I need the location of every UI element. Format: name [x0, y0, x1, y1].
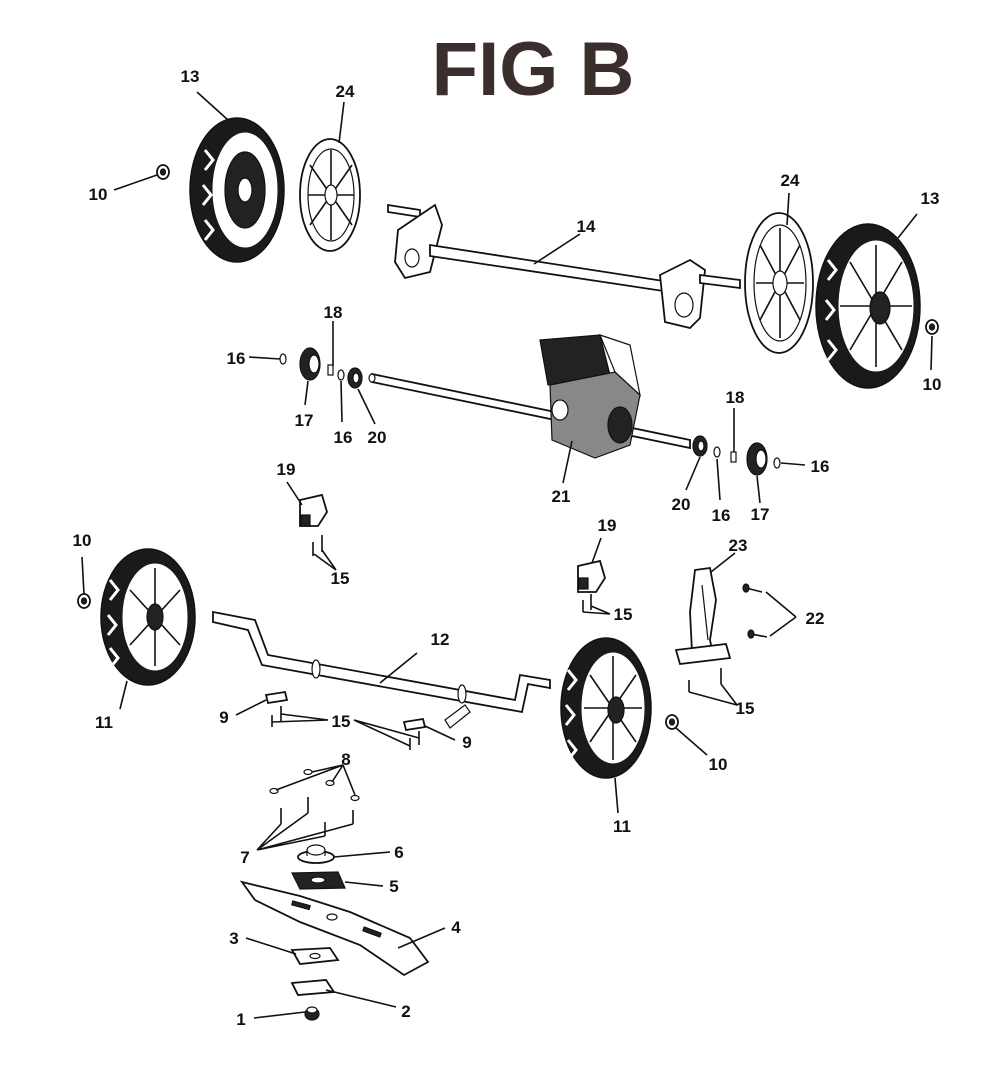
screws-left-bracket: [312, 535, 323, 556]
callout-13-right: 13: [921, 189, 940, 208]
leader-lines: [81, 91, 933, 1019]
callout-7: 7: [240, 848, 249, 867]
callout-5: 5: [389, 877, 398, 896]
retaining-ring-right-outer: [773, 457, 781, 469]
front-wheel-left: [100, 548, 196, 686]
blade-washer-3: [290, 947, 340, 965]
bolt-lower: [747, 629, 768, 639]
hubcap-left: [299, 138, 361, 252]
retaining-ring-right-inner: [713, 446, 721, 458]
callout-18-left: 18: [324, 303, 343, 322]
retaining-ring-left-outer: [279, 353, 287, 365]
callout-21: 21: [552, 487, 571, 506]
bracket-left: [299, 493, 328, 527]
blade-washer-2: [290, 979, 336, 996]
screws-right-bracket: [582, 594, 592, 612]
callout-labels: 13 24 10 14 24 13 10 18 16 17 16 20 18 1…: [73, 67, 942, 1029]
drive-shaft: [368, 372, 691, 450]
clip-left: [264, 690, 289, 705]
key-left: [327, 364, 334, 376]
screws-clip-right: [409, 731, 420, 750]
callout-19-right: 19: [598, 516, 617, 535]
callout-6: 6: [394, 843, 403, 862]
callout-15-right-bracket: 15: [614, 605, 633, 624]
nut-top-left: [156, 164, 170, 180]
callout-20-right: 20: [672, 495, 691, 514]
callout-23: 23: [729, 536, 748, 555]
screws-bracket: [688, 668, 722, 692]
callout-18-right: 18: [726, 388, 745, 407]
callout-15-height-bracket: 15: [736, 699, 755, 718]
clip-right: [402, 717, 427, 732]
rear-wheel-right: [815, 223, 921, 389]
rear-wheel-left: [189, 117, 285, 263]
callout-24-right: 24: [781, 171, 800, 190]
nut-top-right: [925, 319, 939, 335]
front-wheel-right: [560, 637, 652, 779]
callout-10-top-left: 10: [89, 185, 108, 204]
callout-10-front-left: 10: [73, 531, 92, 550]
callout-14: 14: [577, 217, 596, 236]
callout-13-top-left: 13: [181, 67, 200, 86]
callout-19-left: 19: [277, 460, 296, 479]
washers-8: [269, 768, 360, 802]
callout-17-right: 17: [751, 505, 770, 524]
blade-adapter: [297, 844, 335, 864]
callout-12: 12: [431, 630, 450, 649]
callout-15-left-bracket: 15: [331, 569, 350, 588]
nut-front-right: [665, 714, 679, 730]
callout-16-right-outer: 16: [811, 457, 830, 476]
bearing-left: [347, 367, 363, 389]
callout-24-top-left: 24: [336, 82, 355, 101]
pinion-gear-right: [746, 442, 768, 476]
pinion-gear-left: [299, 347, 321, 381]
rear-axle: [387, 203, 741, 329]
nut-front-left: [77, 593, 91, 609]
key-right: [730, 451, 737, 463]
callout-16-left-inner: 16: [334, 428, 353, 447]
callout-3: 3: [229, 929, 238, 948]
figure-title: FIG B: [432, 27, 635, 112]
callout-9-right: 9: [462, 733, 471, 752]
callout-20-left: 20: [368, 428, 387, 447]
blade-nut-1: [304, 1006, 320, 1021]
bolt-upper: [742, 583, 763, 593]
callout-1: 1: [236, 1010, 245, 1029]
callout-16-right-inner: 16: [712, 506, 731, 525]
bracket-right: [577, 559, 606, 593]
bolts-7: [280, 797, 354, 836]
callout-10-top-right: 10: [923, 375, 942, 394]
front-axle: [212, 610, 551, 729]
callout-11-left: 11: [95, 713, 113, 732]
transmission: [539, 334, 641, 459]
callout-15-clips: 15: [332, 712, 351, 731]
height-adjust-bracket: [674, 566, 732, 665]
callout-8: 8: [341, 750, 350, 769]
blade-holder: [291, 871, 346, 890]
callout-9-left: 9: [219, 708, 228, 727]
retaining-ring-left-inner: [337, 369, 345, 381]
callout-17-left: 17: [295, 411, 314, 430]
callout-2: 2: [401, 1002, 410, 1021]
screws-clip-left: [271, 706, 282, 727]
callout-10-front-right: 10: [709, 755, 728, 774]
callout-16-left-outer: 16: [227, 349, 246, 368]
callout-11-right: 11: [613, 817, 631, 836]
hubcap-right: [744, 212, 814, 354]
mower-blade: [239, 880, 430, 977]
callout-22: 22: [806, 609, 825, 628]
callout-4: 4: [451, 918, 461, 937]
bearing-right: [692, 435, 708, 457]
